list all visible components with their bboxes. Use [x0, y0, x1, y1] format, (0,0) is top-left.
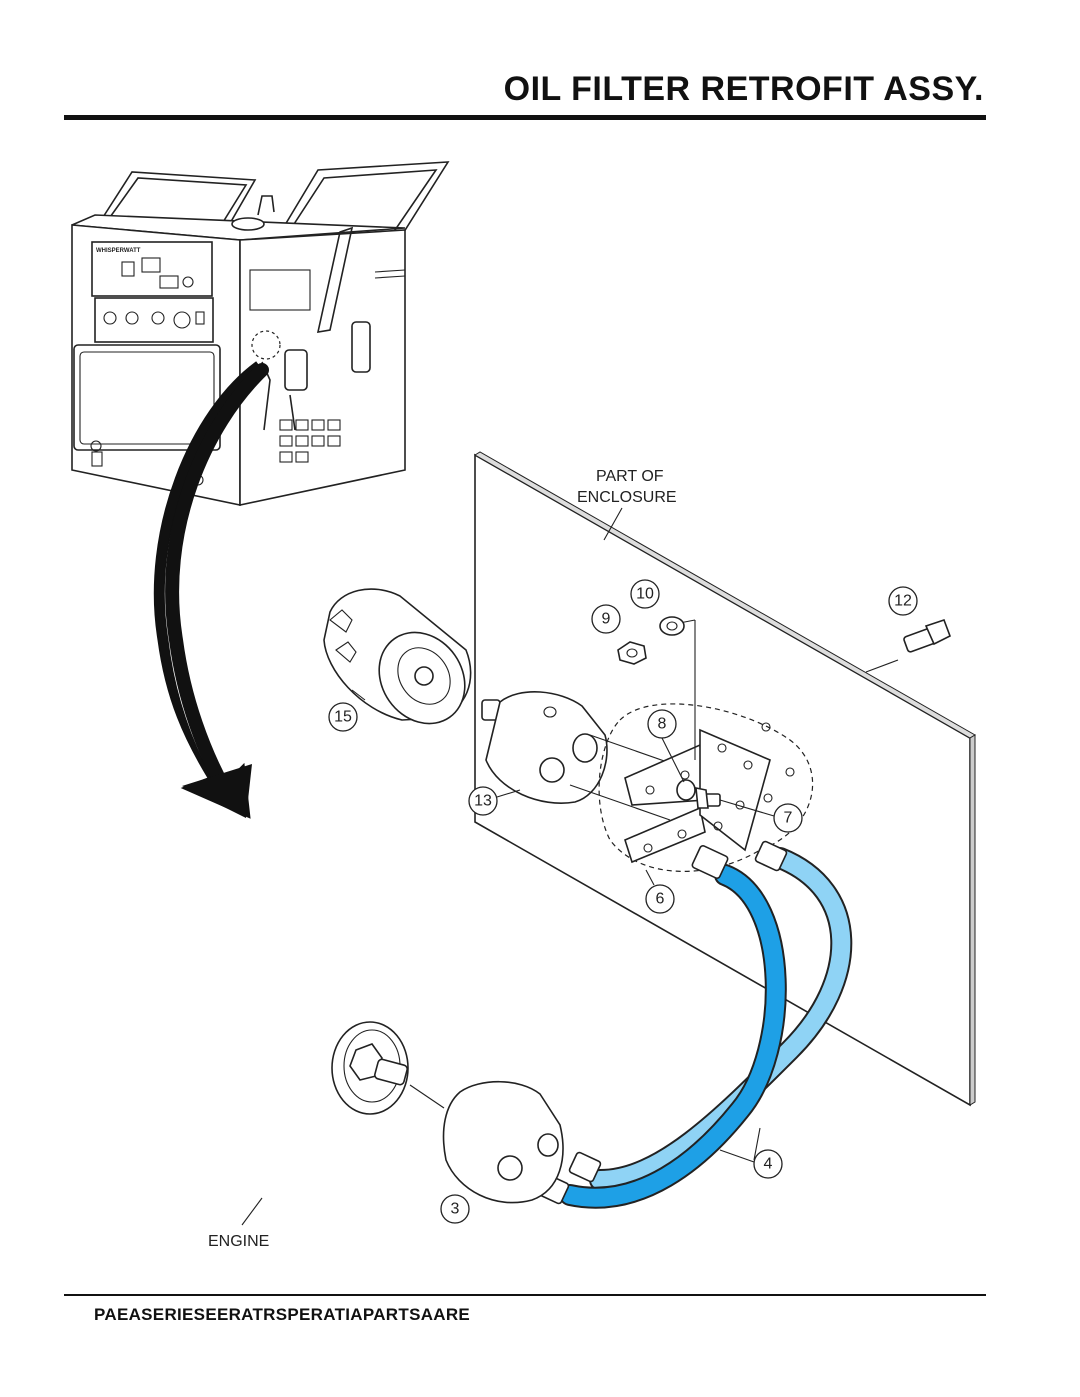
callout-12: 12	[888, 586, 918, 616]
oil-filter	[323, 588, 472, 725]
svg-text:6: 6	[656, 891, 665, 908]
svg-text:4: 4	[764, 1156, 773, 1173]
engine-label: ENGINE	[208, 1233, 269, 1250]
remote-filter-mount	[481, 691, 691, 821]
generator-illustration: WHISPERWATT	[71, 161, 450, 506]
page-title: OIL FILTER RETROFIT ASSY.	[503, 70, 984, 108]
generator-brand: WHISPERWATT	[96, 248, 141, 254]
callout-8: 8	[647, 709, 685, 783]
washer-and-nut	[617, 616, 721, 809]
callout-10: 10	[630, 579, 660, 609]
svg-text:7: 7	[784, 810, 793, 827]
engine-adapter: ENGINE	[208, 1021, 564, 1250]
mounting-bracket	[598, 619, 814, 872]
callout-6: 6	[645, 869, 675, 914]
callout-4: 4	[719, 1127, 783, 1179]
svg-text:3: 3	[451, 1201, 460, 1218]
location-arrow	[153, 361, 269, 819]
callout-3: 3	[440, 1194, 470, 1224]
enclosure-label-line1: PART OF	[596, 468, 664, 485]
svg-text:8: 8	[658, 716, 667, 733]
footer-text: PAEASERIESEERATRSPERATIAPARTSAARE	[94, 1305, 471, 1324]
callout-9: 9	[591, 604, 621, 634]
footer-rule	[64, 1294, 986, 1296]
oil-hoses	[536, 840, 853, 1209]
svg-text:9: 9	[602, 611, 611, 628]
callout-13: 13	[468, 786, 521, 816]
svg-text:13: 13	[474, 793, 492, 810]
callout-15: 15	[328, 702, 358, 732]
svg-text:12: 12	[894, 593, 912, 610]
svg-text:15: 15	[334, 709, 352, 726]
svg-text:10: 10	[636, 586, 654, 603]
enclosure-bolt	[865, 618, 952, 673]
enclosure-label-line2: ENCLOSURE	[577, 489, 677, 506]
header-rule	[64, 115, 986, 120]
callout-7: 7	[719, 799, 803, 833]
